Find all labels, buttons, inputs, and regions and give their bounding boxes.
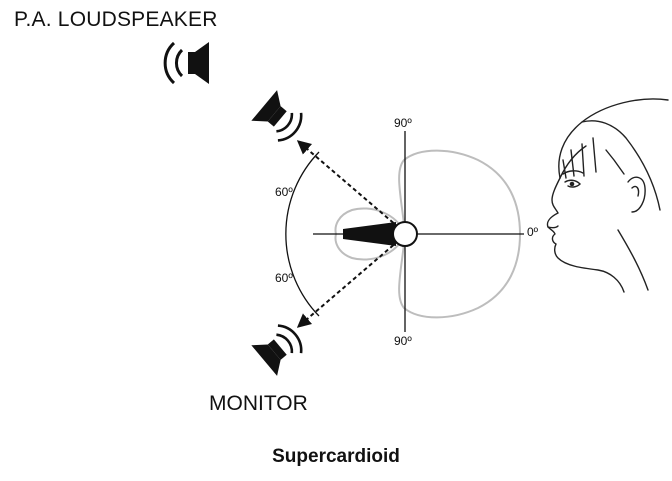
diagram-caption: Supercardioid [272, 446, 400, 467]
monitor-label: MONITOR [209, 392, 308, 415]
pa-loudspeaker-label: P.A. LOUDSPEAKER [14, 8, 218, 31]
rejection-lines [296, 140, 405, 328]
angle-0-label: 0º [527, 225, 539, 239]
microphone-body [343, 222, 396, 246]
monitor-speaker-icon [251, 324, 303, 376]
speaker-icon [251, 90, 303, 142]
microphone-capsule [392, 221, 418, 247]
angle-90-top-label: 90º [394, 116, 412, 130]
upper-rejection-arrow [296, 140, 405, 233]
angle-90-bottom-label: 90º [394, 334, 412, 348]
angle-60-lower-label: 60º [275, 271, 293, 285]
microphone-icon [343, 221, 418, 247]
angle-arc [285, 151, 320, 317]
lower-rejection-arrow [296, 235, 405, 328]
loudspeaker-icon [163, 41, 209, 85]
angle-60-upper-label: 60º [275, 185, 293, 199]
face-profile-icon [546, 98, 669, 293]
